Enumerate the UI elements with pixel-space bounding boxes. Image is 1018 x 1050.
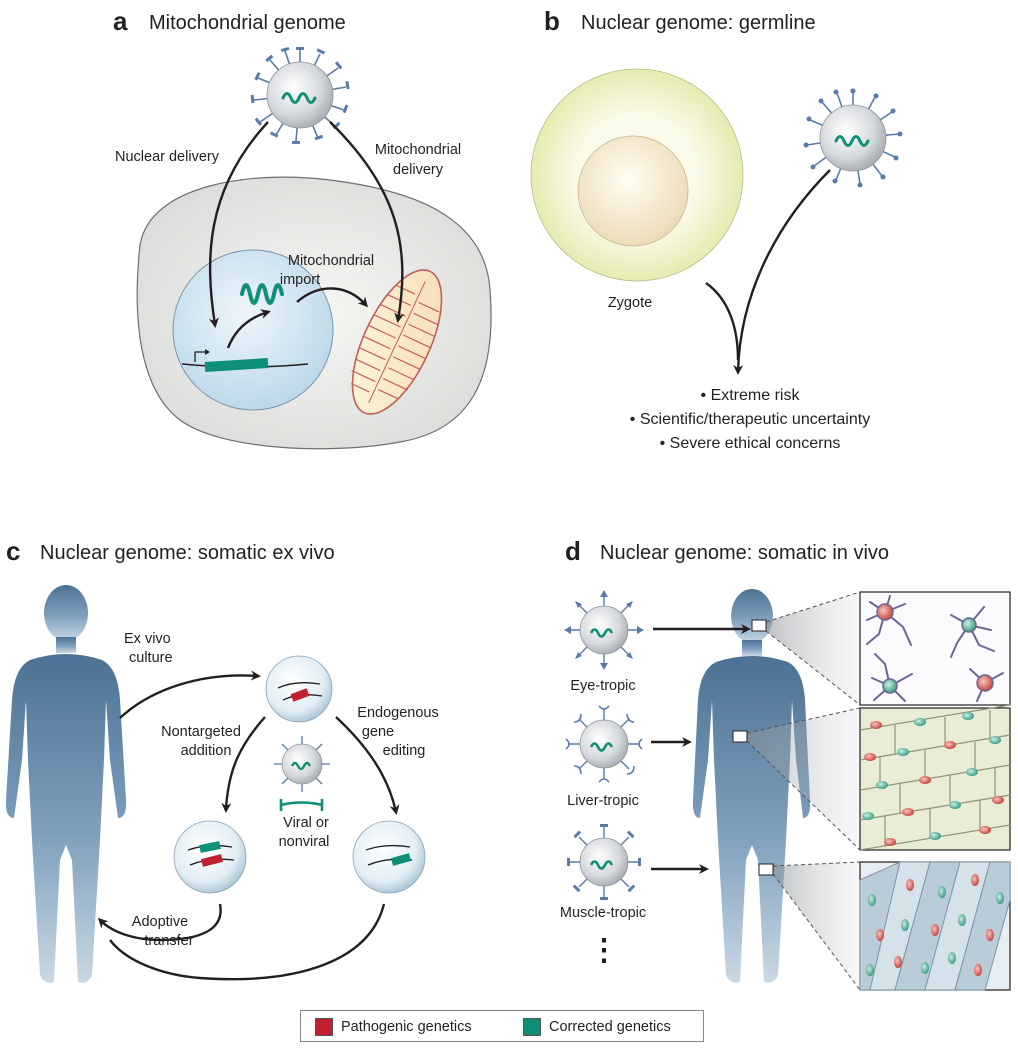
viral-vector-eye — [564, 590, 644, 670]
panel-d: d Nuclear genome: somatic in vivo — [560, 536, 1011, 991]
tcell-top — [265, 655, 333, 723]
panel-b-title: Nuclear genome: germline — [581, 12, 816, 34]
corrected-gene-a — [204, 358, 269, 372]
viral-vector-muscle — [567, 824, 641, 900]
arrow-nontargeted — [221, 716, 266, 813]
panel-a-letter: a — [113, 6, 128, 36]
label-eye-tropic: Eye-tropic — [570, 678, 635, 694]
promoter-icon — [194, 351, 208, 362]
bullet-uncertainty: • Scientific/therapeutic uncertainty — [630, 411, 870, 428]
label-endogenous-1: Endogenous — [357, 705, 438, 721]
label-adoptive-1: Adoptive — [132, 914, 188, 930]
viral-vector-a — [250, 46, 350, 144]
arrow-transcription — [226, 309, 271, 349]
tcell-left — [173, 820, 247, 894]
label-adoptive-2: transfer — [144, 933, 193, 949]
panel-c-title: Nuclear genome: somatic ex vivo — [40, 542, 335, 564]
legend-label-pathogenic: Pathogenic genetics — [341, 1019, 472, 1035]
bullet-extreme-risk: • Extreme risk — [701, 387, 801, 404]
panel-c: c Nuclear genome: somatic ex vivo — [5, 536, 439, 983]
human-silhouette-c — [5, 585, 127, 983]
label-mito-import-2: import — [280, 272, 320, 288]
label-nontargeted-2: addition — [181, 743, 232, 759]
mitochondrion — [350, 269, 443, 415]
label-liver-tropic: Liver-tropic — [567, 793, 639, 809]
tissue-liver — [859, 704, 1011, 851]
legend-item-corrected: Corrected genetics — [523, 1018, 671, 1036]
viral-vector-c — [274, 736, 330, 792]
arrow-mito-delivery — [329, 121, 405, 323]
label-viral-1: Viral or — [283, 815, 329, 831]
more-vectors-ellipsis: ⋮ — [589, 934, 619, 967]
label-viral-2: nonviral — [279, 834, 330, 850]
arrow-germline — [733, 169, 831, 375]
nonviral-template — [279, 799, 324, 811]
viral-vector-b — [803, 88, 903, 188]
pathogenic-swatch — [315, 1018, 333, 1036]
legend-label-corrected: Corrected genetics — [549, 1019, 671, 1035]
label-mito-delivery-1: Mitochondrial — [375, 142, 461, 158]
viral-vector-liver — [565, 705, 643, 783]
arrow-ex-vivo — [119, 670, 261, 719]
panel-d-title: Nuclear genome: somatic in vivo — [600, 542, 889, 564]
arrow-zygote-merge — [705, 282, 740, 361]
label-ex-vivo-1: Ex vivo — [124, 631, 171, 647]
arrow-adoptive-right — [109, 903, 386, 981]
label-nuclear-delivery: Nuclear delivery — [115, 149, 220, 165]
zoom-cone-eye — [766, 592, 860, 705]
arrow-nuclear-delivery — [208, 121, 269, 328]
label-endogenous-2: gene — [362, 724, 394, 740]
tcell-right — [352, 820, 426, 894]
corrected-swatch — [523, 1018, 541, 1036]
zoom-cone-muscle — [773, 862, 860, 990]
label-muscle-tropic: Muscle-tropic — [560, 905, 646, 921]
sample-marker-muscle — [758, 863, 774, 876]
label-mito-import-1: Mitochondrial — [288, 253, 374, 269]
tissue-muscle — [859, 861, 1011, 991]
panel-b-letter: b — [544, 6, 560, 36]
arrow-mito-import — [296, 287, 369, 308]
sample-marker-liver — [732, 730, 748, 743]
sample-marker-eye — [751, 619, 767, 632]
figure-canvas: a Mitochondrial genome — [5, 6, 1011, 991]
mrna-squiggle-a — [240, 283, 284, 305]
panel-a: a Mitochondrial genome — [113, 6, 492, 450]
arrow-adoptive-left — [97, 903, 222, 942]
label-zygote: Zygote — [608, 295, 652, 311]
label-endogenous-3: editing — [383, 743, 426, 759]
bullet-ethical: • Severe ethical concerns — [660, 435, 841, 452]
label-ex-vivo-2: culture — [129, 650, 173, 666]
panel-b: b Nuclear genome: germline — [530, 6, 903, 452]
panel-a-title: Mitochondrial genome — [149, 12, 346, 34]
legend: Pathogenic genetics Corrected genetics — [300, 1010, 704, 1042]
tissue-eye — [859, 591, 1011, 706]
legend-item-pathogenic: Pathogenic genetics — [315, 1018, 472, 1036]
zoom-cone-liver — [747, 708, 860, 850]
zygote-pronucleus — [577, 135, 689, 247]
panel-c-letter: c — [6, 536, 20, 566]
label-mito-delivery-2: delivery — [393, 162, 444, 178]
label-nontargeted-1: Nontargeted — [161, 724, 241, 740]
panel-d-letter: d — [565, 536, 581, 566]
arrow-gene-editing — [335, 716, 400, 815]
